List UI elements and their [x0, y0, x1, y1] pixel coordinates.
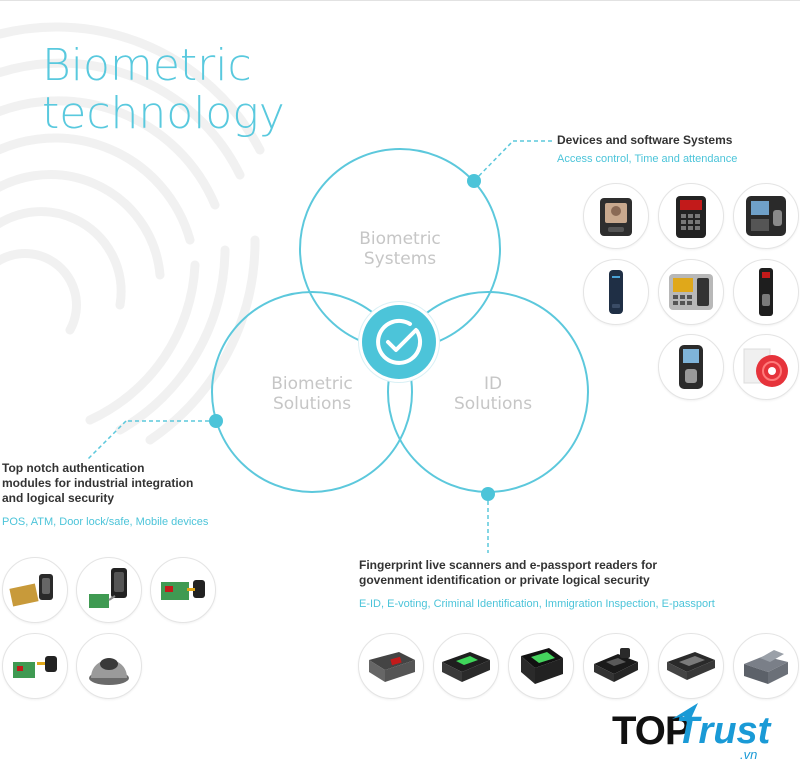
dual-finger-scanner-icon	[583, 633, 649, 699]
fingerprint-sensor-module-icon	[76, 557, 142, 623]
circle-systems-line-2: Systems	[363, 249, 437, 269]
logo-plane-icon	[672, 703, 698, 725]
modules-subtitle: POS, ATM, Door lock/safe, Mobile devices	[2, 516, 209, 528]
title-line-1: Biometric	[42, 40, 252, 91]
fingerprint-terminal-icon	[733, 183, 799, 249]
handheld-fingerprint-device-icon	[658, 334, 724, 400]
scanners-title-line-2: govenment identification or private logi…	[359, 573, 650, 587]
circle-id-line-1: ID	[483, 374, 503, 394]
circle-label-solutions: Biometric Solutions	[242, 374, 382, 414]
circle-solutions-line-1: Biometric	[271, 374, 353, 394]
modules-title: Top notch authentication modules for ind…	[2, 461, 193, 506]
connector-modules	[87, 420, 127, 460]
title-line-2: technology	[42, 88, 285, 139]
logo-vn-text: .vn	[740, 747, 758, 762]
logo-trust-text: Trust	[676, 710, 771, 752]
passport-reader-icon	[733, 633, 799, 699]
scanners-title-line-1: Fingerprint live scanners and e-passport…	[359, 558, 658, 572]
connector-dot-modules	[209, 414, 223, 428]
connector-dot-scanners	[481, 487, 495, 501]
scanners-title: Fingerprint live scanners and e-passport…	[359, 558, 657, 588]
circle-biometric-solutions	[211, 291, 413, 493]
fingerprint-module-board-icon	[2, 557, 68, 623]
usb-fingerprint-scanner-icon	[76, 633, 142, 699]
connector-dot-devices	[467, 174, 481, 188]
software-cd-icon	[733, 334, 799, 400]
devices-subtitle: Access control, Time and attendance	[557, 153, 738, 165]
circle-systems-line-1: Biometric	[359, 229, 441, 249]
devices-title: Devices and software Systems	[557, 133, 733, 147]
scanners-subtitle: E-ID, E-voting, Criminal Identification,…	[359, 598, 715, 610]
modules-title-line-2: modules for industrial integration	[2, 476, 194, 490]
page-title: Biometric technology	[42, 42, 285, 138]
fingerprint-background-icon	[0, 22, 265, 445]
circle-label-systems: Biometric Systems	[330, 229, 470, 269]
check-circle-icon	[362, 305, 436, 379]
compact-module-board-icon	[150, 557, 216, 623]
ten-print-scanner-icon	[508, 633, 574, 699]
palm-scanner-icon	[658, 633, 724, 699]
small-module-board-icon	[2, 633, 68, 699]
slim-card-reader-icon	[583, 259, 649, 325]
time-attendance-terminal-icon	[658, 259, 724, 325]
connector-devices	[473, 140, 514, 182]
slim-fingerprint-reader-icon	[733, 259, 799, 325]
circle-label-id: ID Solutions	[423, 374, 563, 414]
fingerprint-scanner-icon	[358, 633, 424, 699]
modules-title-line-3: and logical security	[2, 491, 115, 505]
modules-title-line-1: Top notch authentication	[2, 461, 145, 475]
circle-solutions-line-2: Solutions	[272, 394, 352, 414]
top-divider	[0, 0, 800, 1]
green-livescan-icon	[433, 633, 499, 699]
keypad-reader-icon	[658, 183, 724, 249]
toptrust-logo: TOP Trust .vn	[612, 703, 790, 775]
face-terminal-icon	[583, 183, 649, 249]
circle-id-line-2: Solutions	[453, 394, 533, 414]
